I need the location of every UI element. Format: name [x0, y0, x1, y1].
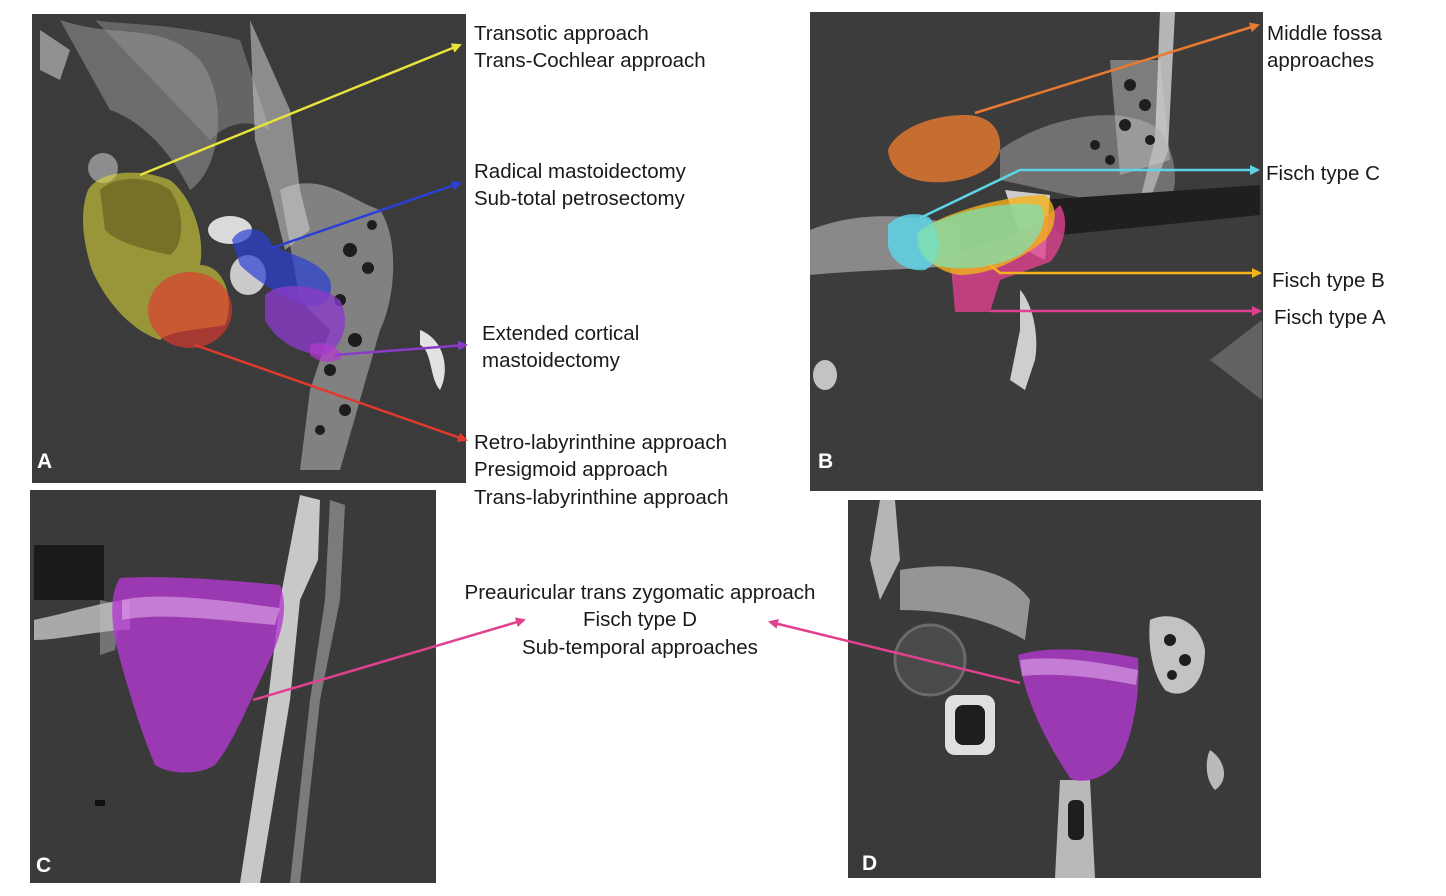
label-radical-mastoidectomy: Radical mastoidectomy	[474, 160, 686, 183]
label-extended-cortical: Extended cortical	[482, 322, 640, 345]
label-preauricular: Preauricular trans zygomatic approach	[464, 581, 816, 604]
panel-a-letter: A	[37, 450, 53, 473]
label-mastoidectomy: mastoidectomy	[482, 349, 620, 372]
label-retro-labyrinthine: Retro-labyrinthine approach	[474, 431, 727, 454]
label-trans-labyrinthine: Trans-labyrinthine approach	[474, 486, 729, 509]
panel-b-letter: B	[818, 450, 834, 473]
panel-b	[810, 12, 1263, 491]
label-subtemporal: Sub-temporal approaches	[522, 636, 758, 659]
label-fisch-type-c: Fisch type C	[1266, 162, 1380, 185]
panel-c	[30, 490, 526, 883]
label-fisch-type-b: Fisch type B	[1272, 269, 1385, 292]
panel-a	[32, 14, 468, 483]
panel-c-letter: C	[36, 854, 52, 877]
label-subtotal-petrosectomy: Sub-total petrosectomy	[474, 187, 685, 210]
panel-d	[768, 500, 1261, 878]
label-transotic: Transotic approach	[474, 22, 649, 45]
label-approaches: approaches	[1267, 49, 1375, 72]
label-fisch-type-a: Fisch type A	[1274, 306, 1386, 329]
label-presigmoid: Presigmoid approach	[474, 458, 668, 481]
label-middle-fossa: Middle fossa	[1267, 22, 1383, 45]
label-fisch-type-d: Fisch type D	[583, 608, 697, 631]
panel-d-letter: D	[862, 852, 878, 875]
label-trans-cochlear: Trans-Cochlear approach	[474, 49, 706, 72]
